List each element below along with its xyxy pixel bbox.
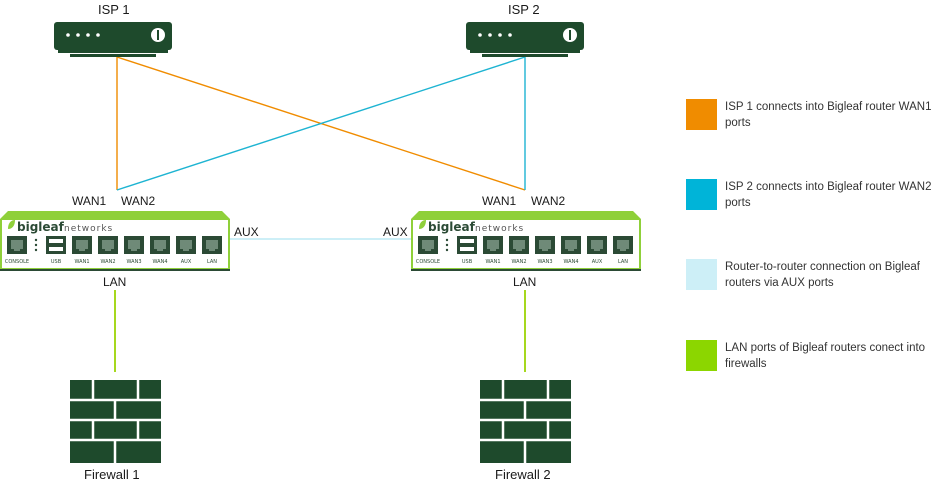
router1-status-led xyxy=(34,248,38,252)
router1-port-wan4: WAN4 xyxy=(150,236,170,265)
router2-wan1-label: WAN1 xyxy=(482,194,517,208)
router1-port-label: CONSOLE xyxy=(5,259,29,265)
router1-port-aux: AUX xyxy=(176,236,196,265)
legend-item-lan: LAN ports of Bigleaf routers conect into… xyxy=(686,340,935,372)
firewall1-icon xyxy=(70,380,161,463)
legend-item-aux: Router-to-router connection on Bigleaf r… xyxy=(686,259,935,291)
router2-port-label: WAN2 xyxy=(511,259,526,265)
router1-port-label: WAN1 xyxy=(74,259,89,265)
router1-port-label: LAN xyxy=(207,259,217,265)
router2-port-label: CONSOLE xyxy=(416,259,440,265)
isp2-to-router1-wan2-line xyxy=(116,56,526,191)
legend-item-isp2: ISP 2 connects into Bigleaf router WAN2 … xyxy=(686,179,935,211)
firewall2-icon xyxy=(480,380,571,463)
router2-port-wan3: WAN3 xyxy=(535,236,555,265)
router2-port-label: WAN3 xyxy=(537,259,552,265)
router2-wan2-label: WAN2 xyxy=(531,194,566,208)
legend-item-isp1: ISP 1 connects into Bigleaf router WAN1 … xyxy=(686,99,935,131)
router2-status-led xyxy=(445,238,449,242)
router1-port-label: WAN2 xyxy=(100,259,115,265)
router2-port-console: CONSOLE xyxy=(416,236,440,265)
router1-port-wan3: WAN3 xyxy=(124,236,144,265)
router1-icon: bigleaf networks xyxy=(0,211,230,271)
router2-lan-label: LAN xyxy=(513,275,537,289)
router2-port-label: USB xyxy=(462,259,473,265)
router1-brand-sub: networks xyxy=(64,224,113,234)
router1-port-label: AUX xyxy=(181,259,192,265)
router2-port-wan2: WAN2 xyxy=(509,236,529,265)
legend-text-lan: LAN ports of Bigleaf routers conect into… xyxy=(725,342,926,370)
router2-status-led xyxy=(445,243,449,247)
isp1-modem-icon xyxy=(54,22,172,57)
router1-port-label: WAN4 xyxy=(152,259,167,265)
router1-port-usb: USB xyxy=(46,236,66,265)
legend-text-isp1: ISP 1 connects into Bigleaf router WAN1 … xyxy=(725,101,932,129)
router1-ports: CONSOLE USB WAN1 WAN2 WAN3 WAN4 AUX LAN xyxy=(5,236,222,265)
router2-port-wan4: WAN4 xyxy=(561,236,581,265)
legend-text-isp2: ISP 2 connects into Bigleaf router WAN2 … xyxy=(725,181,932,209)
router2-port-lan: LAN xyxy=(613,236,633,265)
router2-brand-sub: networks xyxy=(475,224,524,234)
router2-port-wan1: WAN1 xyxy=(483,236,503,265)
legend-swatch-isp1 xyxy=(686,99,717,130)
router1-brand: bigleaf xyxy=(17,220,65,234)
router1-port-lan: LAN xyxy=(202,236,222,265)
isp2-modem-icon xyxy=(466,22,584,57)
router2-port-aux: AUX xyxy=(587,236,607,265)
router2-port-usb: USB xyxy=(457,236,477,265)
legend-swatch-lan xyxy=(686,340,717,371)
firewall2-label: Firewall 2 xyxy=(495,467,551,482)
router2-port-label: WAN1 xyxy=(485,259,500,265)
router1-port-label: USB xyxy=(51,259,62,265)
router1-lan-label: LAN xyxy=(103,275,127,289)
router1-status-led xyxy=(34,238,38,242)
legend-swatch-aux xyxy=(686,259,717,290)
router1-aux-label: AUX xyxy=(234,225,259,239)
router1-wan1-label: WAN1 xyxy=(72,194,107,208)
router1-wan2-label: WAN2 xyxy=(121,194,156,208)
router1-port-wan2: WAN2 xyxy=(98,236,118,265)
router2-status-led xyxy=(445,248,449,252)
router2-port-label: AUX xyxy=(592,259,603,265)
firewall1-label: Firewall 1 xyxy=(84,467,140,482)
router2-aux-label: AUX xyxy=(383,225,408,239)
router2-brand: bigleaf xyxy=(428,220,476,234)
isp2-label: ISP 2 xyxy=(508,2,540,17)
router1-port-label: WAN3 xyxy=(126,259,141,265)
router2-port-label: WAN4 xyxy=(563,259,578,265)
router1-port-console: CONSOLE xyxy=(5,236,29,265)
legend-text-aux: Router-to-router connection on Bigleaf r… xyxy=(725,261,920,289)
router2-ports: CONSOLE USB WAN1 WAN2 WAN3 WAN4 AUX LAN xyxy=(416,236,633,265)
legend-swatch-isp2 xyxy=(686,179,717,210)
router1-status-led xyxy=(34,243,38,247)
router1-port-wan1: WAN1 xyxy=(72,236,92,265)
router2-port-label: LAN xyxy=(618,259,628,265)
isp1-label: ISP 1 xyxy=(98,2,130,17)
